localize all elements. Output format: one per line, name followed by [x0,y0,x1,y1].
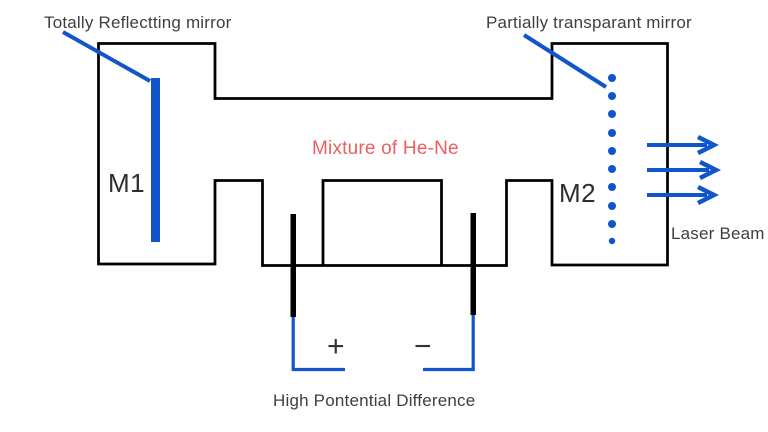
mirror-dot [608,237,616,245]
mirror-dot [608,92,616,100]
electrode-right [470,213,476,315]
label-laser-beam: Laser Beam [671,224,765,243]
mirror-dot [608,74,616,82]
laser-beam-arrows [647,134,722,206]
mirror-dot [608,129,616,137]
leader-line-m2 [522,33,608,89]
mirror-dot [608,220,616,228]
mirror-dot [608,110,616,118]
label-m1: M1 [108,168,146,198]
mirror-dot [608,202,616,210]
electrode-left [290,214,296,317]
mirror-dot [608,183,616,191]
label-m2: M2 [559,178,597,208]
leader-line-m1 [62,30,151,83]
mirror-m2-dots [608,74,616,245]
minus-sign: − [414,330,432,363]
plus-sign: + [327,330,345,363]
label-totally-reflecting-mirror: Totally Reflectting mirror [44,13,232,32]
label-high-potential-difference: High Pontential Difference [273,391,476,410]
label-partially-transparent-mirror: Partially transparant mirror [486,13,692,32]
mirror-dot [608,165,616,173]
wire-negative-terminal [423,315,475,372]
label-mixture-he-ne: Mixture of He-Ne [312,138,459,159]
laser-beam-arrow-icon [647,134,720,156]
mirror-dot [608,147,616,155]
laser-tube-outline [97,42,669,267]
laser-beam-arrow-icon [647,159,722,181]
laser-beam-arrow-icon [647,184,720,206]
wire-positive-terminal [291,317,345,372]
mirror-m1-bar [151,78,160,242]
